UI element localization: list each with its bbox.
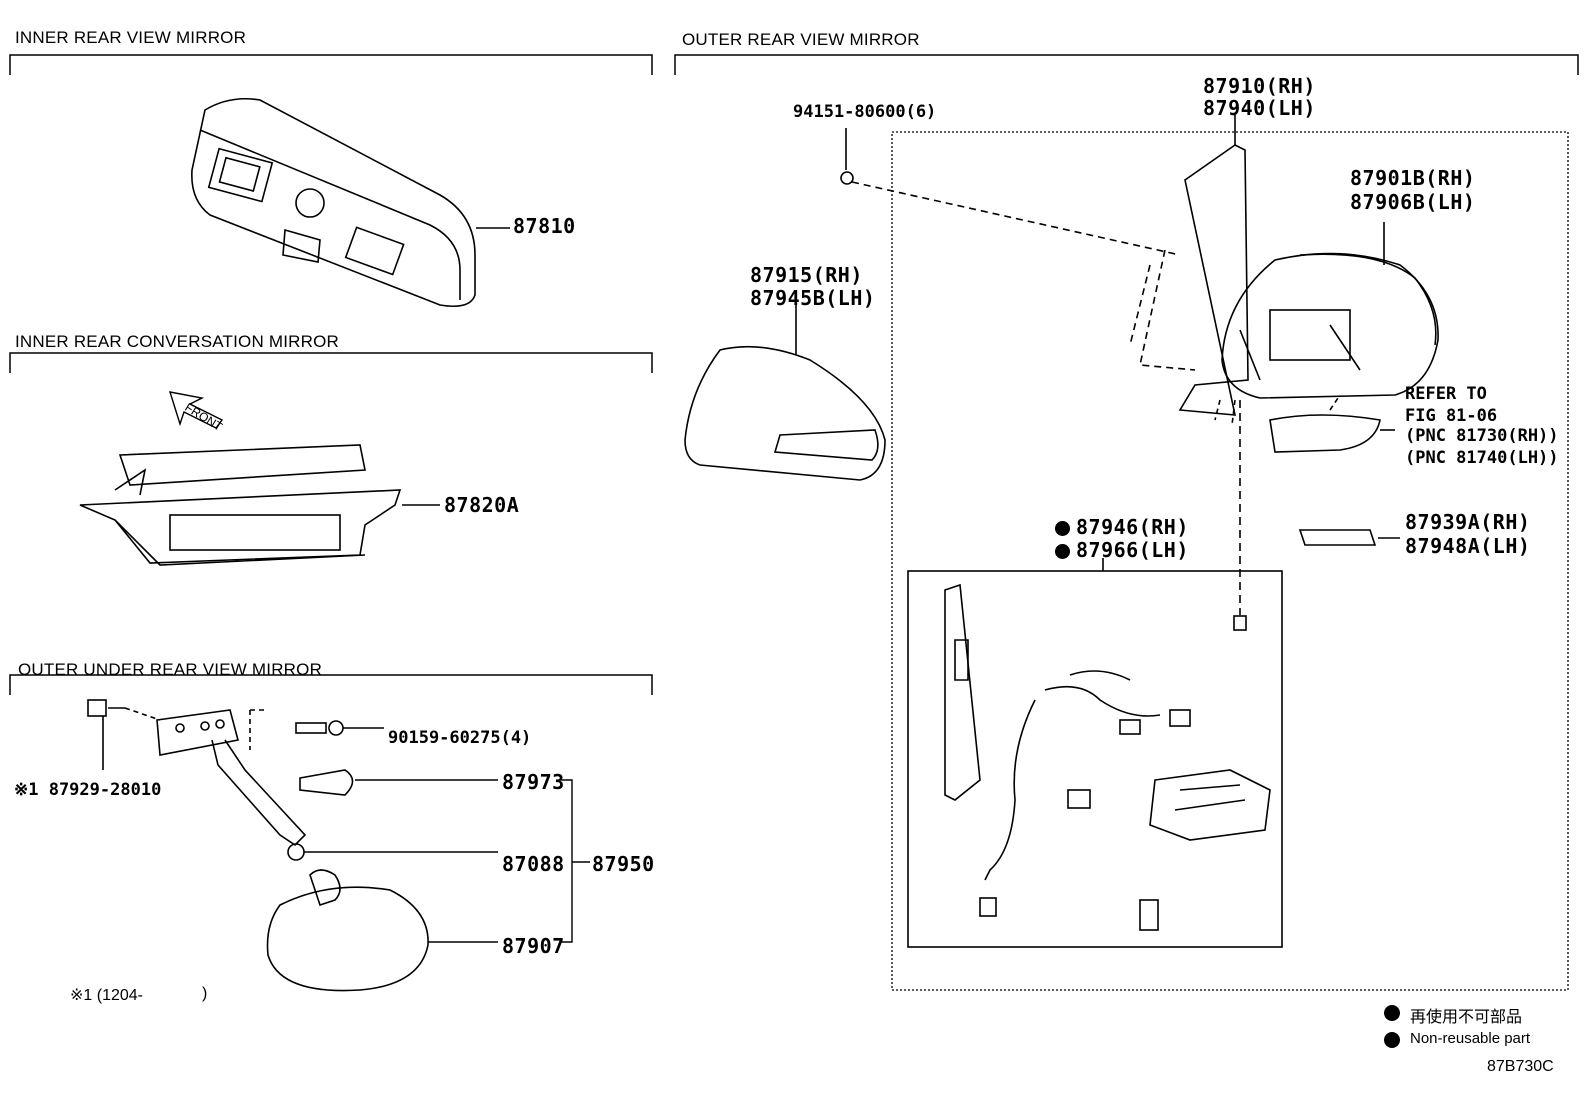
section-title-inner-rear-conversation: INNER REAR CONVERSATION MIRROR xyxy=(15,332,339,351)
section-brackets xyxy=(9,54,1579,695)
part-87907: 87907 xyxy=(502,934,565,958)
non-reusable-marker-2 xyxy=(1055,544,1070,559)
figure-id: 87B730C xyxy=(1487,1058,1554,1075)
refer-line-1: REFER TO xyxy=(1405,384,1487,404)
part-87906B-lh: 87906B(LH) xyxy=(1350,190,1476,214)
note-1204-close: ) xyxy=(202,985,208,1002)
section-title-outer-under-rear-view: OUTER UNDER REAR VIEW MIRROR xyxy=(18,660,323,679)
part-87945B-lh: 87945B(LH) xyxy=(750,286,876,310)
part-87939A-rh: 87939A(RH) xyxy=(1405,510,1531,534)
outer-mirror-drawing xyxy=(684,115,1439,931)
refer-line-3: (PNC 81730(RH)) xyxy=(1405,426,1559,446)
part-87940-lh: 87940(LH) xyxy=(1203,96,1316,120)
part-87948A-lh: 87948A(LH) xyxy=(1405,534,1531,558)
inner-rear-view-mirror-drawing xyxy=(191,97,510,308)
outer-mirror-assembly-frame xyxy=(891,131,1569,991)
part-87910-rh: 87910(RH) xyxy=(1203,74,1316,98)
under-mirror-drawing xyxy=(87,699,590,992)
non-reusable-dot-2 xyxy=(1384,1032,1400,1048)
part-87820A: 87820A xyxy=(444,493,520,517)
part-94151-80600: 94151-80600(6) xyxy=(793,102,937,122)
legend-non-reusable-en: Non-reusable part xyxy=(1410,1030,1531,1047)
section-title-inner-rear-view: INNER REAR VIEW MIRROR xyxy=(15,28,247,47)
part-87946-rh: 87946(RH) xyxy=(1055,515,1189,539)
non-reusable-marker xyxy=(1055,521,1070,536)
conversation-mirror-drawing xyxy=(79,391,440,566)
part-87810: 87810 xyxy=(513,214,576,238)
refer-line-4: (PNC 81740(LH)) xyxy=(1405,448,1559,468)
part-87915-rh: 87915(RH) xyxy=(750,263,863,287)
part-87966-lh-label: 87966(LH) xyxy=(1076,538,1189,562)
non-reusable-dot xyxy=(1384,1005,1400,1021)
part-87973: 87973 xyxy=(502,770,565,794)
part-87929-28010: ※1 87929-28010 xyxy=(14,780,162,800)
part-90159-60275: 90159-60275(4) xyxy=(388,728,532,748)
part-87966-lh: 87966(LH) xyxy=(1055,538,1189,562)
part-87950: 87950 xyxy=(592,852,655,876)
sub-assembly-frame xyxy=(907,570,1283,948)
section-title-outer-rear-view: OUTER REAR VIEW MIRROR xyxy=(682,30,920,49)
part-87946-rh-label: 87946(RH) xyxy=(1076,515,1189,539)
part-87901B-rh: 87901B(RH) xyxy=(1350,166,1476,190)
refer-line-2: FIG 81-06 xyxy=(1405,406,1498,426)
legend-non-reusable-jp: 再使用不可部品 xyxy=(1410,1009,1523,1026)
part-87088: 87088 xyxy=(502,852,565,876)
note-1204: ※1 (1204- xyxy=(70,987,143,1004)
